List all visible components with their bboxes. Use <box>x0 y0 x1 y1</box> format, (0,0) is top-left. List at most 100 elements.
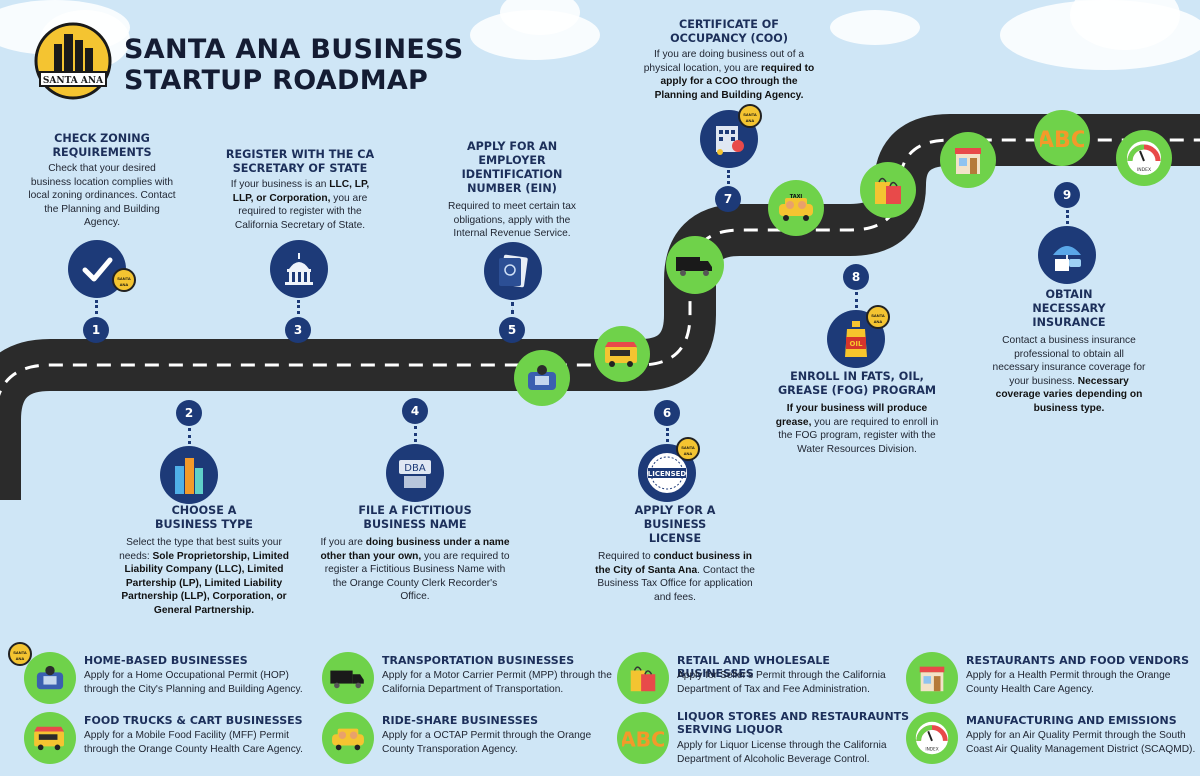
capitol-icon <box>270 240 328 298</box>
gauge-label: INDEX <box>925 746 938 752</box>
step-6: APPLY FOR A BUSINESS LICENSE Required to… <box>590 504 760 604</box>
step-text: If you are <box>320 537 366 548</box>
food-truck-icon <box>24 712 76 764</box>
legend-text: Apply for Liquor License through the Cal… <box>677 740 887 765</box>
step-7: CERTIFICATE OF OCCUPANCY (COO) If you ar… <box>640 18 818 102</box>
abc-icon: ABC <box>1034 110 1090 166</box>
step-description: Select the type that best suits your nee… <box>113 536 295 617</box>
step-title: CHECK ZONING REQUIREMENTS <box>52 132 152 159</box>
step-text-bold: conduct business in the City of Santa An… <box>595 551 752 576</box>
step-2: CHOOSE A BUSINESS TYPE Select the type t… <box>104 504 304 617</box>
step-description: Required to meet certain tax obligations… <box>448 201 576 239</box>
checkmark-icon <box>68 240 126 298</box>
taxi-icon <box>322 712 374 764</box>
connector-dots <box>855 292 858 308</box>
step-text-bold: Necessary coverage varies depending on b… <box>995 375 1143 414</box>
passport-icon <box>484 242 542 300</box>
step-text-bold: Sole Proprietorship, Limited Liability C… <box>121 550 289 616</box>
step-4: FILE A FICTITIOUS BUSINESS NAME If you a… <box>320 504 510 604</box>
legend-title: FOOD TRUCKS & CART BUSINESSES <box>84 714 303 727</box>
buildings-icon <box>160 446 218 504</box>
connector-dots <box>414 426 417 442</box>
taxi-icon: TAXI <box>768 180 824 236</box>
oil-label: OIL <box>849 340 863 348</box>
food-truck-icon <box>594 326 650 382</box>
legend-text: Apply for a Health Permit through the Or… <box>966 670 1171 695</box>
connector-dots <box>95 300 98 314</box>
step-text: you are required to register with the Ca… <box>234 192 368 231</box>
legend-item-home-based: HOME-BASED BUSINESSES Apply for a Home O… <box>24 652 309 710</box>
step-number: 5 <box>499 317 525 343</box>
logo-text: SANTA ANA <box>43 76 104 86</box>
page-title-line1: SANTA ANA BUSINESS <box>124 34 464 65</box>
truck-icon <box>666 236 724 294</box>
santa-ana-badge: SANTA ANA <box>866 305 890 329</box>
step-number: 4 <box>402 398 428 424</box>
step-title: APPLY FOR AN EMPLOYER IDENTIFICATION NUM… <box>461 140 563 195</box>
storefront-icon <box>906 652 958 704</box>
step-description: If your business will produce grease, yo… <box>768 402 946 456</box>
step-text: If your business is an <box>230 179 330 190</box>
legend-text: Apply for a Mobile Food Facility (MFF) P… <box>84 730 303 755</box>
step-text: Required to <box>598 551 654 562</box>
step-text: you are required to enroll in the FOG pr… <box>778 416 939 455</box>
abc-label: ABC <box>622 727 664 750</box>
step-title: APPLY FOR A BUSINESS LICENSE <box>634 504 716 545</box>
step-8: ENROLL IN FATS, OIL, GREASE (FOG) PROGRA… <box>768 370 946 456</box>
step-text: you are required to register a Fictitiou… <box>324 550 510 603</box>
shopping-bags-icon <box>617 652 669 704</box>
step-number: 3 <box>285 317 311 343</box>
step-number: 1 <box>83 317 109 343</box>
legend-text: Apply for a Motor Carrier Permit (MPP) t… <box>382 670 612 695</box>
legend-title: HOME-BASED BUSINESSES <box>84 654 248 667</box>
step-text-bold: required to apply for a COO through the … <box>654 62 815 101</box>
legend-title: RESTAURANTS AND FOOD VENDORS <box>966 654 1190 667</box>
storefront-icon <box>940 132 996 188</box>
legend-title: LIQUOR STORES AND RESTAURAUNTS SERVING L… <box>677 710 910 736</box>
step-title: OBTAIN NECESSARY INSURANCE <box>1032 288 1106 329</box>
licensed-label: LICENSED <box>648 470 687 478</box>
santa-ana-badge: SANTA ANA <box>676 437 700 461</box>
page-title-line2: STARTUP ROADMAP <box>124 65 429 96</box>
air-quality-gauge-icon: INDEX <box>1116 130 1172 186</box>
legend-item-food-trucks: FOOD TRUCKS & CART BUSINESSES Apply for … <box>24 712 309 770</box>
air-quality-gauge-icon: INDEX <box>906 712 958 764</box>
connector-dots <box>666 428 669 442</box>
connector-dots <box>1066 210 1069 224</box>
truck-icon <box>322 652 374 704</box>
step-description: Contact a business insurance professiona… <box>990 334 1148 415</box>
legend-item-ride-share: RIDE-SHARE BUSINESSES Apply for a OCTAP … <box>322 712 607 770</box>
step-text: Select the type that best suits your nee… <box>119 537 282 562</box>
step-title: REGISTER WITH THE CA SECRETARY OF STATE <box>225 148 375 175</box>
santa-ana-logo: SANTA ANA <box>34 22 112 100</box>
step-text-bold: doing business under a name other than y… <box>320 537 510 562</box>
abc-icon: ABC <box>617 712 669 764</box>
santa-ana-badge: SANTA ANA <box>112 268 136 292</box>
step-title: CERTIFICATE OF OCCUPANCY (COO) <box>670 18 788 45</box>
taxi-label: TAXI <box>790 194 803 200</box>
cloud <box>830 10 920 45</box>
step-9: OBTAIN NECESSARY INSURANCE Contact a bus… <box>990 288 1148 415</box>
legend-title: RIDE-SHARE BUSINESSES <box>382 714 539 727</box>
santa-ana-badge: SANTA ANA <box>738 104 762 128</box>
legend-text: Apply for a OCTAP Permit through the Ora… <box>382 730 592 755</box>
legend-title: TRANSPORTATION BUSINESSES <box>382 654 575 667</box>
legend-title: RETAIL AND WHOLESALE BUSINESSES <box>677 654 830 680</box>
legend-item-restaurants: RESTAURANTS AND FOOD VENDORS Apply for a… <box>906 652 1191 710</box>
legend-item-retail: RETAIL AND WHOLESALE BUSINESSES Apply fo… <box>617 652 902 710</box>
step-3: REGISTER WITH THE CA SECRETARY OF STATE … <box>220 148 380 232</box>
step-number: 6 <box>654 400 680 426</box>
gauge-label: INDEX <box>1137 167 1151 173</box>
cloud <box>500 0 580 35</box>
step-description: If you are doing business out of a physi… <box>640 48 818 102</box>
step-title: CHOOSE A BUSINESS TYPE <box>155 504 253 531</box>
legend-item-manufacturing: INDEX MANUFACTURING AND EMISSIONS Apply … <box>906 712 1195 770</box>
connector-dots <box>188 428 191 444</box>
shopping-bags-icon <box>860 162 916 218</box>
dba-label: DBA <box>404 463 426 474</box>
step-text: If you are doing business out of a physi… <box>643 49 805 74</box>
step-description: Required to conduct business in the City… <box>590 550 760 604</box>
step-description: If you are doing business under a name o… <box>320 536 510 604</box>
step-description: If your business is an LLC, LP, LLP, or … <box>220 178 380 232</box>
